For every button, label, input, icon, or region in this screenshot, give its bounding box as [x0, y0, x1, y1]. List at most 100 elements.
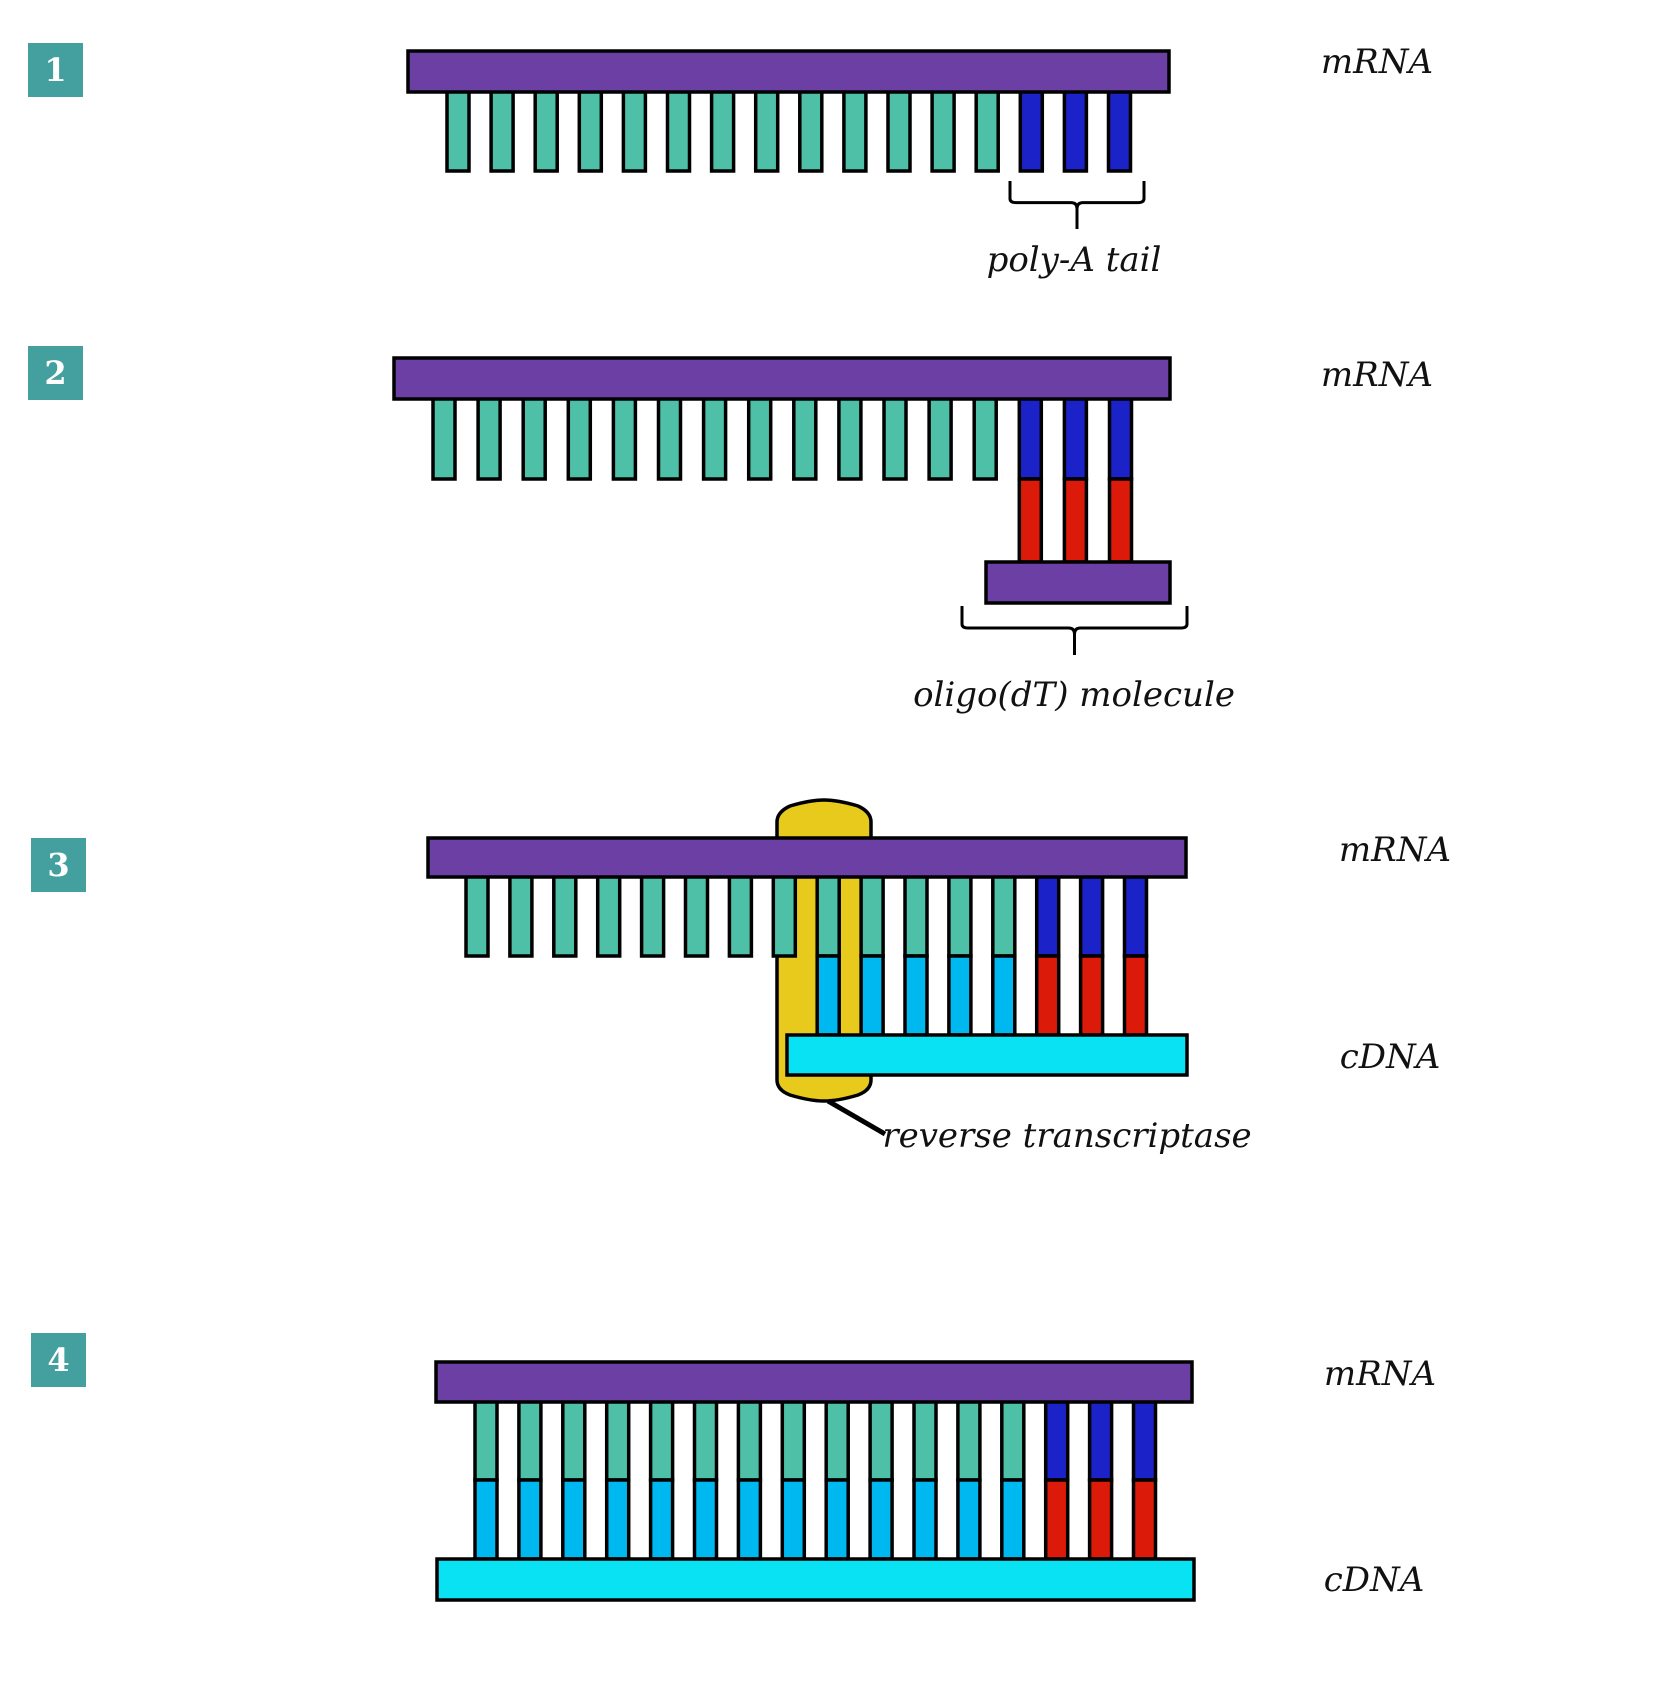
- mrna-label-1: mRNA: [1320, 42, 1434, 82]
- step-badge-3: 3: [31, 838, 86, 892]
- mrna-base: [561, 1397, 587, 1482]
- mrna-base: [621, 86, 648, 173]
- cdna-base: [859, 954, 885, 1037]
- mrna-base: [552, 872, 578, 958]
- mrna-base: [508, 872, 534, 958]
- mrna-base: [701, 394, 728, 481]
- mrna-base: [771, 872, 798, 958]
- cdna-backbone-3: [785, 1033, 1189, 1077]
- mrna-base: [595, 872, 622, 958]
- cdna-base: [692, 1478, 719, 1561]
- step-badge-4: 4: [31, 1333, 86, 1387]
- cdna-base: [903, 954, 929, 1037]
- cdna-base: [947, 954, 973, 1037]
- mrna-base: [517, 1397, 543, 1482]
- enzyme-pointer-line: [826, 1098, 887, 1137]
- cdna-label-3: cDNA: [1339, 1037, 1441, 1077]
- oligo-dt-base: [1062, 477, 1089, 564]
- mrna-label-4: mRNA: [1323, 1354, 1437, 1394]
- mrna-base: [736, 1397, 763, 1482]
- mrna-base: [476, 394, 502, 481]
- oligo-dt-base: [1078, 954, 1105, 1037]
- mrna-base: [648, 1397, 675, 1482]
- oligo-dt-label: oligo(dT) molecule: [913, 675, 1235, 715]
- mrna-base: [974, 86, 1000, 173]
- poly-a-tail-label: poly-A tail: [986, 240, 1162, 280]
- poly-a-base: [1078, 872, 1105, 958]
- mrna-base: [1000, 1397, 1026, 1482]
- mrna-base: [566, 394, 593, 481]
- mrna-base: [533, 86, 559, 173]
- mrna-base: [930, 86, 956, 173]
- poly-a-base: [1062, 394, 1089, 481]
- oligo-dt-base: [1087, 1478, 1114, 1561]
- cdna-base: [604, 1478, 631, 1561]
- mrna-base: [972, 394, 998, 481]
- poly-a-base: [1087, 1397, 1114, 1482]
- mrna-base: [780, 1397, 807, 1482]
- cdna-backbone-4: [435, 1557, 1196, 1602]
- mrna-base: [692, 1397, 719, 1482]
- poly-a-base: [1043, 1397, 1070, 1482]
- mrna-base: [727, 872, 754, 958]
- mrna-base: [903, 872, 929, 958]
- mrna-base: [815, 872, 841, 958]
- mrna-base: [842, 86, 868, 173]
- mrna-backbone-2: [392, 356, 1172, 401]
- cdna-base: [991, 954, 1017, 1037]
- poly-a-base: [1131, 1397, 1158, 1482]
- mrna-base: [912, 1397, 938, 1482]
- mrna-backbone-4: [434, 1360, 1194, 1404]
- oligo-dt-base: [1122, 954, 1149, 1037]
- cdna-base: [956, 1478, 982, 1561]
- mrna-base: [792, 394, 818, 481]
- mrna-base: [927, 394, 953, 481]
- mrna-backbone-1: [406, 49, 1171, 94]
- poly-a-base: [1017, 394, 1044, 481]
- cdna-base: [912, 1478, 938, 1561]
- oligo-dt-base: [1131, 1478, 1158, 1561]
- cdna-base: [473, 1478, 499, 1561]
- oligo-dt-brace: [960, 606, 1189, 655]
- step-badge-2: 2: [28, 346, 83, 400]
- oligo-dt-backbone: [984, 560, 1172, 605]
- cdna-base: [824, 1478, 850, 1561]
- oligo-dt-base: [1017, 477, 1044, 564]
- mrna-label-3: mRNA: [1338, 830, 1452, 870]
- poly-a-base: [1106, 86, 1133, 173]
- mrna-base: [798, 86, 824, 173]
- mrna-base: [709, 86, 736, 173]
- mrna-base: [665, 86, 692, 173]
- mrna-base: [837, 394, 863, 481]
- poly-a-base: [1062, 86, 1089, 173]
- cdna-base: [868, 1478, 894, 1561]
- mrna-base: [656, 394, 683, 481]
- oligo-dt-base: [1043, 1478, 1070, 1561]
- mrna-base: [464, 872, 490, 958]
- mrna-base: [577, 86, 604, 173]
- mrna-base: [431, 394, 457, 481]
- mrna-label-2: mRNA: [1320, 355, 1434, 395]
- oligo-dt-base: [1107, 477, 1134, 564]
- mrna-base: [947, 872, 973, 958]
- cdna-base: [736, 1478, 763, 1561]
- oligo-dt-base: [1034, 954, 1061, 1037]
- poly-a-base: [1122, 872, 1149, 958]
- poly-a-base: [1034, 872, 1061, 958]
- cdna-base: [648, 1478, 675, 1561]
- mrna-base: [991, 872, 1017, 958]
- mrna-base: [882, 394, 908, 481]
- mrna-base: [886, 86, 912, 173]
- cdna-base: [1000, 1478, 1026, 1561]
- poly-a-brace: [1008, 181, 1146, 229]
- mrna-base: [746, 394, 773, 481]
- reverse-transcriptase-label: reverse transcriptase: [882, 1116, 1252, 1156]
- mrna-base: [824, 1397, 850, 1482]
- mrna-base: [753, 86, 780, 173]
- mrna-base: [683, 872, 710, 958]
- cdna-label-4: cDNA: [1323, 1560, 1425, 1600]
- cdna-base: [517, 1478, 543, 1561]
- mrna-base: [859, 872, 885, 958]
